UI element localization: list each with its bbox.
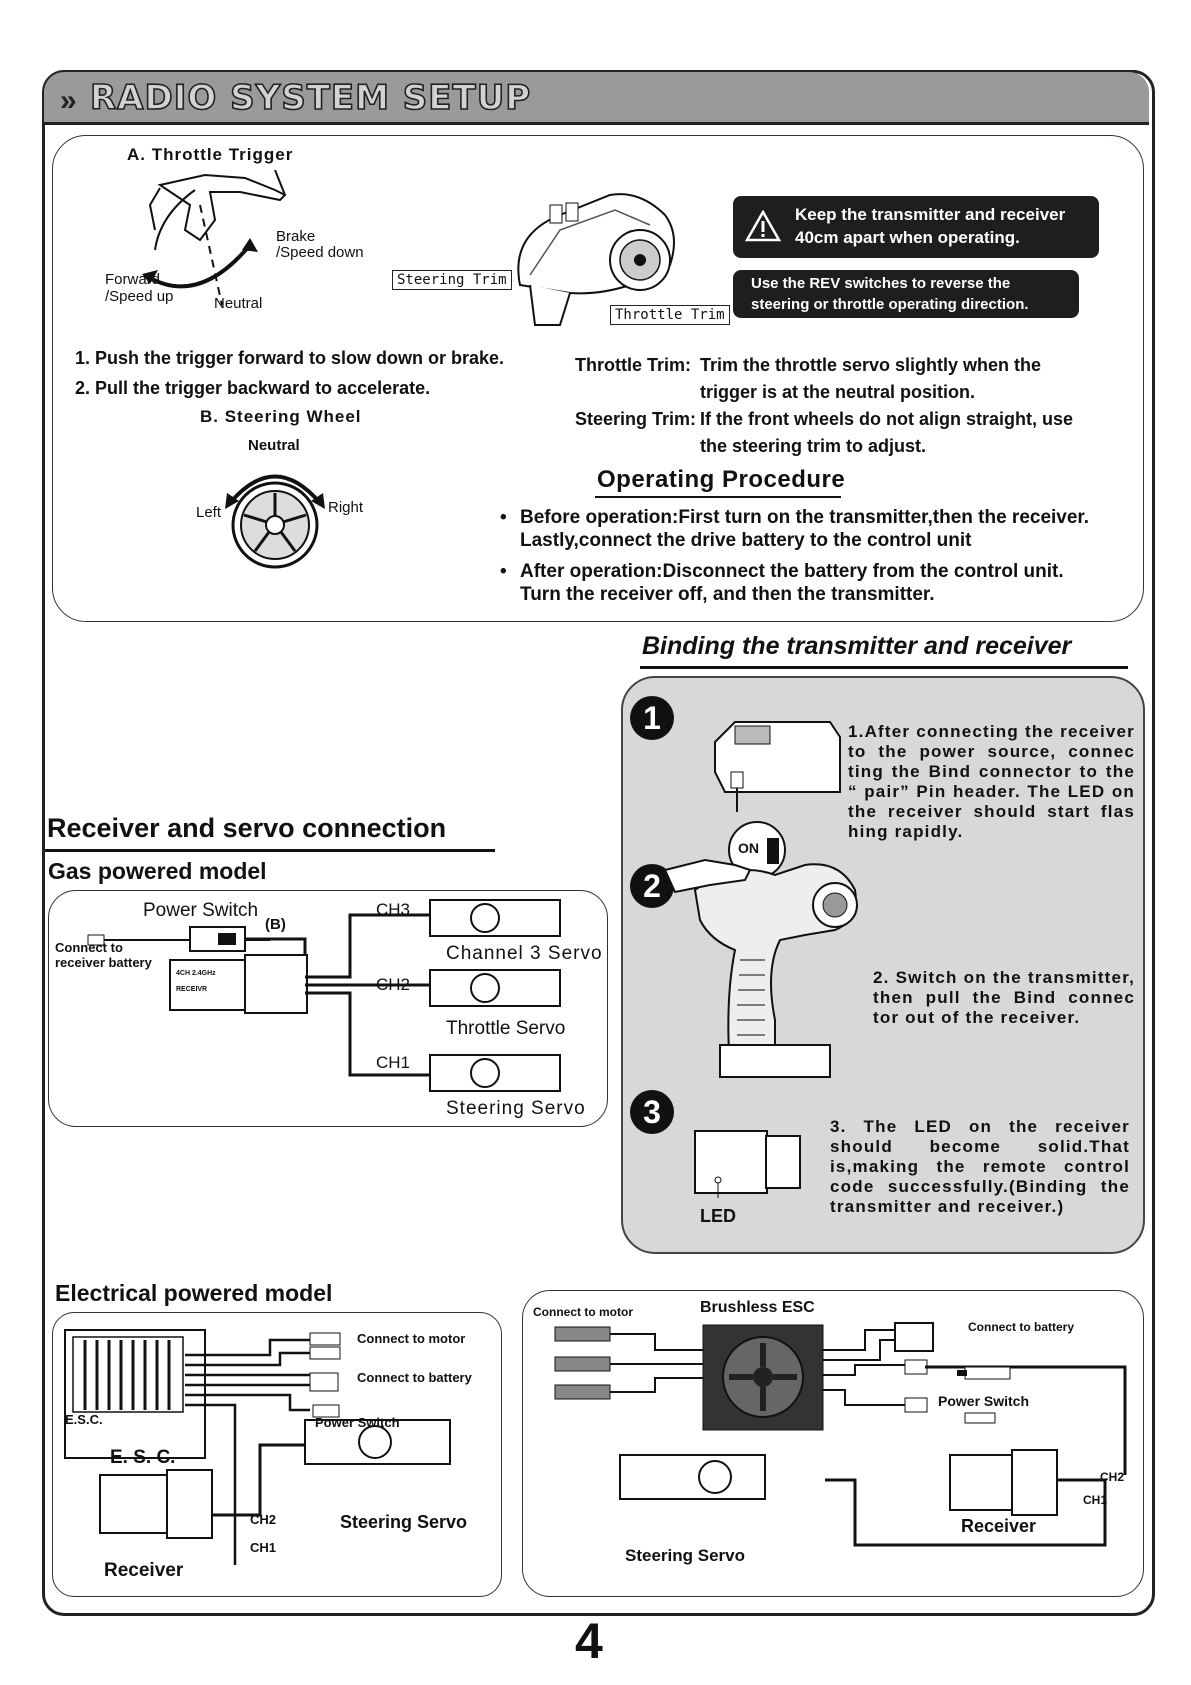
throttle-step-2: 2. Pull the trigger backward to accelera… — [75, 378, 431, 398]
electric-ch1-label: CH1 — [250, 1540, 277, 1555]
brushless-wiring-panel — [522, 1290, 1144, 1597]
rev-warning-line2: steering or throttle operating direction… — [751, 296, 1029, 313]
chevron-icon: » — [60, 84, 77, 117]
gas-power-switch-label: Power Switch — [143, 900, 259, 921]
connect-to-label: Connect to — [55, 940, 123, 955]
operating-title-underline — [595, 496, 841, 498]
page-title: RADIO SYSTEM SETUP — [89, 77, 532, 119]
bind-receiver-figure — [714, 721, 841, 812]
bind-receiver-led-figure — [694, 1130, 801, 1198]
brushless-connect-battery: Connect to battery — [968, 1320, 1075, 1334]
receiver-servo-underline — [45, 849, 495, 852]
throttle-trim-tag: Throttle Trim — [610, 305, 730, 325]
on-label: ON — [738, 840, 759, 856]
electric-receiver-label: Receiver — [104, 1560, 184, 1581]
operating-before-2: Lastly,connect the drive battery to the … — [520, 530, 972, 551]
throttle-trim-label: Throttle Trim: — [575, 355, 691, 375]
binding-title: Binding the transmitter and receiver — [642, 632, 1072, 660]
brake-label: Brake — [276, 228, 316, 245]
electric-power-switch: Power Switch — [315, 1415, 400, 1430]
speed-down-label: /Speed down — [276, 244, 364, 261]
wheel-right-label: Right — [328, 499, 364, 516]
bind-transmitter-figure — [665, 821, 858, 1078]
receiver-servo-title: Receiver and servo connection — [47, 813, 447, 843]
binding-title-underline — [640, 666, 1128, 669]
electric-model-title: Electrical powered model — [55, 1280, 333, 1306]
led-label: LED — [700, 1206, 736, 1226]
electric-wiring-diagram — [64, 1329, 451, 1565]
distance-warning-line1: Keep the transmitter and receiver — [795, 205, 1066, 224]
operating-procedure-title: Operating Procedure — [597, 466, 846, 493]
channel3-servo-label: Channel 3 Servo — [446, 943, 603, 964]
gas-model-title: Gas powered model — [48, 858, 267, 884]
esc-small-label: E.S.C. — [65, 1412, 103, 1427]
operating-after-1: After operation:Disconnect the battery f… — [520, 561, 1064, 582]
electric-wiring-panel — [52, 1312, 502, 1597]
receiver-battery-label: receiver battery — [55, 955, 152, 970]
step-1-badge: 1 — [630, 696, 674, 740]
binding-step-3-text: 3. The LED on the receiver should become… — [830, 1117, 1130, 1216]
bullet-icon: • — [500, 561, 507, 582]
forward-label: Forward — [105, 271, 161, 288]
rev-warning: Use the REV switches to reverse the stee… — [733, 270, 1079, 318]
step-3-badge: 3 — [630, 1090, 674, 1134]
receiver-freq: 4CH 2.4GHz — [176, 970, 216, 977]
throttle-servo-label: Throttle Servo — [446, 1018, 566, 1039]
distance-warning-line2: 40cm apart when operating. — [795, 228, 1020, 247]
wheel-neutral-label: Neutral — [248, 437, 300, 454]
gas-wiring-diagram — [87, 899, 561, 1092]
steering-trim-label: Steering Trim: — [575, 409, 697, 429]
brushless-receiver-label: Receiver — [961, 1516, 1037, 1536]
wheel-left-label: Left — [196, 504, 222, 521]
steering-wheel-icon — [225, 474, 325, 569]
brushless-esc-title: Brushless ESC — [700, 1299, 815, 1316]
throttle-trim-text-1: Trim the throttle servo slightly when th… — [700, 355, 1042, 375]
distance-warning: Keep the transmitter and receiver 40cm a… — [733, 196, 1099, 258]
steering-trim-text-1: If the front wheels do not align straigh… — [700, 409, 1074, 429]
operating-after-2: Turn the receiver off, and then the tran… — [520, 584, 935, 605]
gas-ch1-label: CH1 — [376, 1053, 411, 1072]
receiver-name: RECEIVR — [176, 986, 208, 993]
section-header — [44, 72, 1149, 125]
brushless-ch1: CH1 — [1083, 1493, 1108, 1507]
switch-b-label: (B) — [265, 916, 286, 933]
throttle-trigger-figure — [142, 170, 287, 306]
brushless-connect-motor: Connect to motor — [533, 1305, 633, 1319]
gas-ch2-label: CH2 — [376, 975, 411, 994]
steering-trim-text-2: the steering trim to adjust. — [700, 436, 927, 456]
page-number: 4 — [575, 1613, 603, 1669]
throttle-step-1: 1. Push the trigger forward to slow down… — [75, 348, 505, 368]
gas-wiring-panel — [48, 890, 608, 1127]
electric-connect-battery: Connect to battery — [357, 1370, 472, 1385]
steering-wheel-title: B. Steering Wheel — [200, 407, 362, 426]
binding-step-1-text: 1.After connecting the receiver to the p… — [848, 722, 1135, 841]
brushless-wiring-diagram — [554, 1322, 1127, 1547]
step-2-badge: 2 — [630, 864, 674, 908]
neutral-label: Neutral — [214, 295, 263, 312]
steering-trim-tag: Steering Trim — [392, 270, 512, 290]
rev-warning-line1: Use the REV switches to reverse the — [751, 275, 1011, 292]
speed-up-label: /Speed up — [105, 288, 174, 305]
controls-panel — [52, 135, 1144, 622]
electric-connect-motor: Connect to motor — [357, 1331, 466, 1346]
electric-steering-servo: Steering Servo — [340, 1512, 468, 1532]
warning-icon — [745, 210, 781, 242]
electric-ch2-label: CH2 — [250, 1512, 277, 1527]
page-frame — [42, 70, 1155, 1616]
throttle-trim-text-2: trigger is at the neutral position. — [700, 382, 976, 402]
esc-label: E. S. C. — [110, 1447, 176, 1468]
throttle-title: A. Throttle Trigger — [127, 145, 294, 164]
transmitter-figure — [517, 193, 675, 326]
binding-step-2-text: 2. Switch on the transmitter, then pull … — [873, 968, 1135, 1027]
gas-steering-servo-label: Steering Servo — [446, 1098, 586, 1119]
bullet-icon: • — [500, 507, 507, 528]
brushless-ch2: CH2 — [1100, 1470, 1125, 1484]
operating-before-1: Before operation:First turn on the trans… — [520, 507, 1090, 528]
gas-ch3-label: CH3 — [376, 900, 411, 919]
brushless-steering-servo: Steering Servo — [625, 1546, 745, 1565]
brushless-power-switch: Power Switch — [938, 1393, 1030, 1409]
